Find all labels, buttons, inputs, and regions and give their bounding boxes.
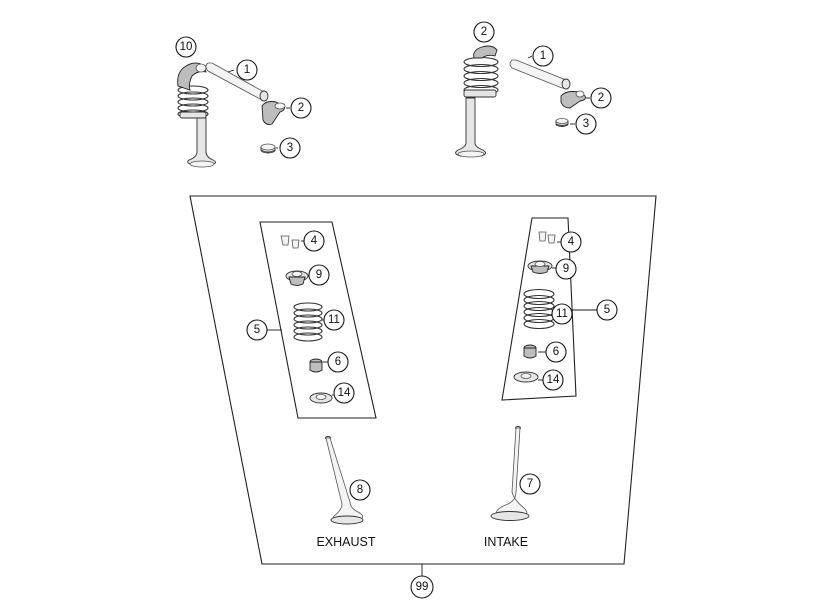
- top-left-valve-assembly: [177, 62, 216, 168]
- callout-in-retainer: 9: [552, 258, 577, 280]
- callout-ex-retainer: 9: [308, 264, 330, 286]
- callout-in-seal: 6: [538, 341, 567, 363]
- svg-text:11: 11: [556, 308, 568, 320]
- svg-text:5: 5: [254, 324, 260, 336]
- exhaust-kit-panel: [259, 221, 377, 419]
- callout-intake-valve: 7: [519, 473, 541, 495]
- top-left-rocker-arm: [261, 101, 286, 125]
- exhaust-stem-seal: [309, 358, 323, 373]
- callout-in-seat: 14: [538, 369, 564, 391]
- svg-text:1: 1: [540, 50, 546, 62]
- top-right-rocker-shaft: [509, 59, 571, 90]
- intake-retainer: [527, 260, 553, 274]
- callout-ex-seat: 14: [332, 382, 355, 404]
- callout-ex-kit: 5: [246, 319, 282, 341]
- svg-text:3: 3: [287, 142, 293, 154]
- svg-text:10: 10: [180, 41, 193, 53]
- intake-label: INTAKE: [484, 535, 528, 549]
- svg-text:1: 1: [244, 64, 250, 76]
- svg-text:4: 4: [568, 236, 575, 248]
- svg-text:9: 9: [563, 263, 569, 275]
- callout-tl-valve-assy: 10: [175, 36, 197, 58]
- callout-tr-rocker: 2: [586, 87, 612, 109]
- callout-tl-shaft: 1: [227, 59, 258, 81]
- svg-text:2: 2: [598, 92, 604, 104]
- callout-tl-pad: 3: [276, 137, 301, 159]
- top-right-rocker-arm: [560, 90, 586, 109]
- top-right-shim-pad: [555, 118, 569, 127]
- svg-text:8: 8: [357, 484, 363, 496]
- intake-stem-seal: [523, 344, 537, 359]
- callout-exhaust-valve: 8: [349, 479, 371, 501]
- svg-text:2: 2: [481, 26, 487, 38]
- callout-ex-seal: 6: [323, 351, 349, 373]
- svg-text:4: 4: [311, 235, 318, 247]
- svg-text:9: 9: [316, 269, 322, 281]
- callout-ex-spring: 11: [322, 309, 345, 331]
- callout-in-spring: 11: [551, 303, 573, 325]
- complete-set-frame: [189, 195, 657, 565]
- exhaust-spring: [293, 302, 323, 342]
- exhaust-valve: [325, 436, 364, 525]
- intake-spring-seat: [513, 371, 539, 383]
- callout-complete-set: 99: [410, 564, 434, 599]
- svg-text:7: 7: [527, 478, 533, 490]
- svg-text:5: 5: [604, 304, 610, 316]
- intake-valve: [490, 426, 530, 521]
- callout-ex-keepers: 4: [301, 230, 325, 252]
- top-right-valve-assembly: [455, 45, 499, 158]
- svg-text:6: 6: [335, 356, 341, 368]
- callout-tr-pad: 3: [570, 113, 597, 135]
- callout-in-keepers: 4: [557, 231, 582, 253]
- top-left-shim-pad: [260, 143, 276, 154]
- svg-text:14: 14: [547, 374, 560, 386]
- intake-keepers: [538, 231, 556, 244]
- top-left-rocker-shaft: [205, 62, 269, 102]
- callout-tr-valve-assy: 2: [473, 21, 495, 43]
- svg-text:6: 6: [553, 346, 559, 358]
- svg-text:2: 2: [298, 102, 304, 114]
- exhaust-label: EXHAUST: [316, 535, 375, 549]
- exhaust-spring-seat: [309, 392, 333, 404]
- svg-text:99: 99: [416, 581, 429, 593]
- exhaust-keepers: [280, 235, 300, 249]
- callout-tr-shaft: 1: [527, 45, 554, 67]
- svg-text:11: 11: [328, 314, 340, 326]
- callout-tl-rocker: 2: [286, 97, 312, 119]
- callout-in-kit: 5: [572, 299, 618, 321]
- svg-text:3: 3: [583, 118, 589, 130]
- svg-text:14: 14: [338, 387, 351, 399]
